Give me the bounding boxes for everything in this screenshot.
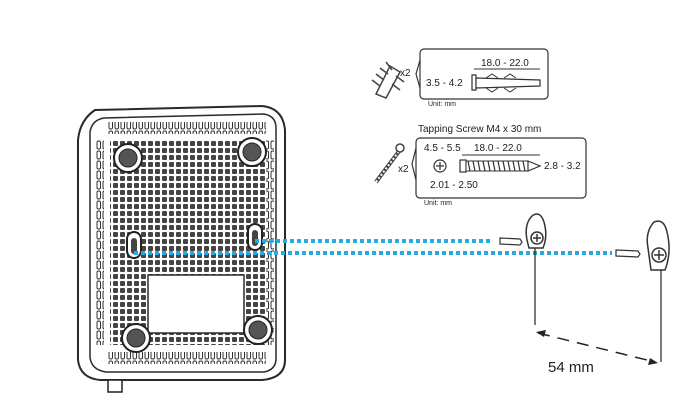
top-vent-grille [108, 122, 266, 134]
keyhole-slot-right [247, 223, 263, 251]
anchor-quantity: x2 [400, 68, 411, 79]
wall-screw-left [499, 213, 547, 249]
tapping-screw-icon [374, 143, 405, 184]
rubber-foot-top-right [237, 137, 267, 167]
screw-thread-dim: 2.8 - 3.2 [544, 161, 581, 172]
anchor-unit-label: Unit: mm [428, 101, 456, 108]
anchor-diameter-dim: 3.5 - 4.2 [426, 78, 463, 89]
wall-anchor-callout: x2 18.0 - 22.0 3.5 - 4.2 Unit: mm [371, 48, 549, 108]
screw-head-symbol [433, 159, 447, 173]
screw-callout-brace [411, 147, 417, 181]
wall-screw-right [615, 220, 670, 271]
bottom-vent-grille [108, 352, 266, 364]
left-vent-grille [96, 140, 104, 345]
dimension-line [537, 332, 656, 363]
arrowhead-left [536, 330, 546, 337]
arrowhead-right [648, 358, 658, 365]
anchor-callout-box [419, 48, 549, 100]
rubber-foot-bottom-right [243, 315, 273, 345]
anchor-length-dim: 18.0 - 22.0 [481, 58, 529, 69]
tapping-screw-callout: Tapping Screw M4 x 30 mm x2 4.5 - 5.5 18… [374, 124, 587, 207]
router-device [77, 104, 286, 393]
rubber-foot-top-left [113, 143, 143, 173]
screw-unit-label: Unit: mm [424, 200, 452, 207]
rubber-foot-bottom-left [121, 323, 151, 353]
anchor-drawing [471, 73, 541, 93]
wall-anchor-icon [371, 61, 405, 99]
screw-drawing [459, 159, 542, 173]
screw-quantity: x2 [398, 164, 409, 175]
screw-shank-dim: 2.01 - 2.50 [430, 180, 478, 191]
spacing-label: 54 mm [548, 359, 594, 376]
screw-callout-title: Tapping Screw M4 x 30 mm [418, 124, 541, 135]
screw-head-dim: 4.5 - 5.5 [424, 143, 461, 154]
screw-length-dim: 18.0 - 22.0 [474, 143, 522, 154]
anchor-callout-brace [415, 59, 421, 89]
label-area [147, 274, 245, 334]
port-stub [107, 379, 123, 393]
